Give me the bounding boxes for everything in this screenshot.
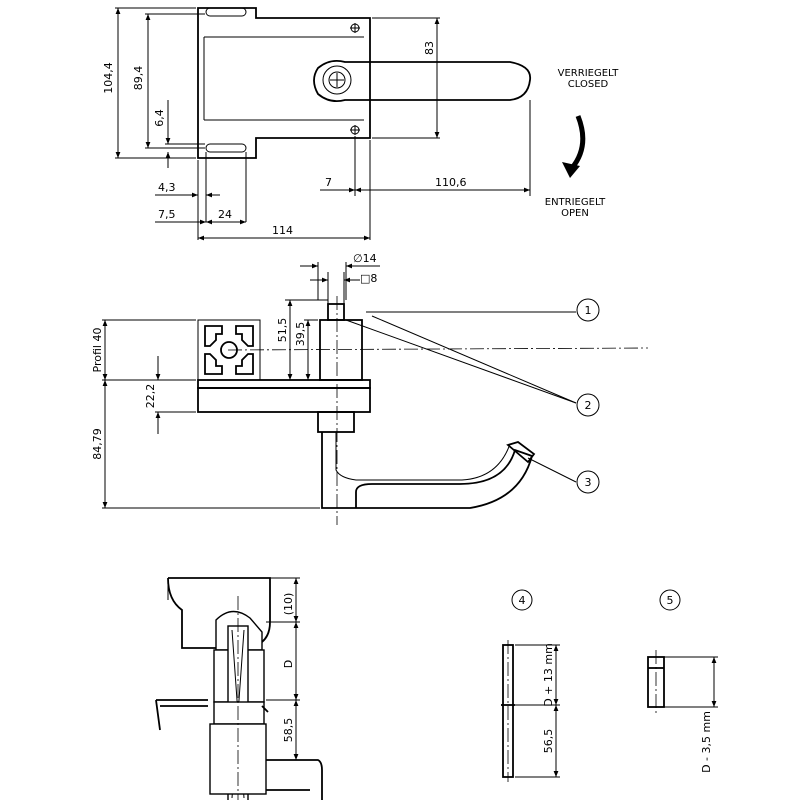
dim-114: 114 <box>272 224 293 237</box>
dim-profil-40: Profil 40 <box>91 328 104 373</box>
rotation-arrow <box>570 115 586 170</box>
dim-D: D <box>282 660 295 668</box>
callout-5: 5 <box>667 594 674 607</box>
dim-84-79: 84,79 <box>91 428 104 460</box>
callout-2: 2 <box>585 399 592 412</box>
dim-104-4: 104,4 <box>102 62 115 94</box>
dim-4-3: 4,3 <box>158 181 176 194</box>
dim-83: 83 <box>423 41 436 55</box>
lever-handle <box>313 59 532 103</box>
dim-6-4: 6,4 <box>153 109 166 127</box>
label-closed: CLOSED <box>568 79 609 90</box>
base-plate-side <box>197 379 371 389</box>
label-open: OPEN <box>561 208 589 219</box>
dim-10: (10) <box>282 593 295 616</box>
dim-square-8: □8 <box>360 272 377 285</box>
dim-58-5: 58,5 <box>282 718 295 743</box>
slot-bottom <box>205 143 247 153</box>
dim-7-5: 7,5 <box>158 208 176 221</box>
side-view: ∅14 □8 51,5 39,5 Profil 40 22,2 84,79 1 … <box>91 252 649 525</box>
dim-39-5: 39,5 <box>294 322 307 347</box>
callout-3: 3 <box>585 476 592 489</box>
part-5: 5 D - 3,5 mm <box>647 589 718 773</box>
dim-110-6: 110,6 <box>435 176 467 189</box>
label-verriegelt: VERRIEGELT <box>558 68 620 79</box>
lever-handle-side <box>321 432 534 509</box>
part-4: 4 D + 13 mm 56,5 <box>501 589 560 782</box>
dim-22-2: 22,2 <box>144 384 157 409</box>
callout-4: 4 <box>519 594 526 607</box>
base-plate <box>197 7 371 159</box>
slot-top <box>205 7 247 17</box>
dim-7: 7 <box>325 176 332 189</box>
dim-24: 24 <box>218 208 232 221</box>
dim-D-plus-13: D + 13 mm <box>542 643 555 707</box>
section-view: (10) D 58,5 <box>155 577 323 800</box>
dim-51-5: 51,5 <box>276 318 289 343</box>
dim-D-minus-3-5: D - 3,5 mm <box>700 711 713 773</box>
label-entriegelt: ENTRIEGELT <box>545 197 606 208</box>
callout-1: 1 <box>585 304 592 317</box>
top-view: 104,4 89,4 6,4 83 4,3 7,5 24 7 110,6 114 <box>102 7 620 241</box>
dim-89-4: 89,4 <box>132 66 145 91</box>
dim-56-5: 56,5 <box>542 729 555 754</box>
dim-diameter-14: ∅14 <box>353 252 377 265</box>
